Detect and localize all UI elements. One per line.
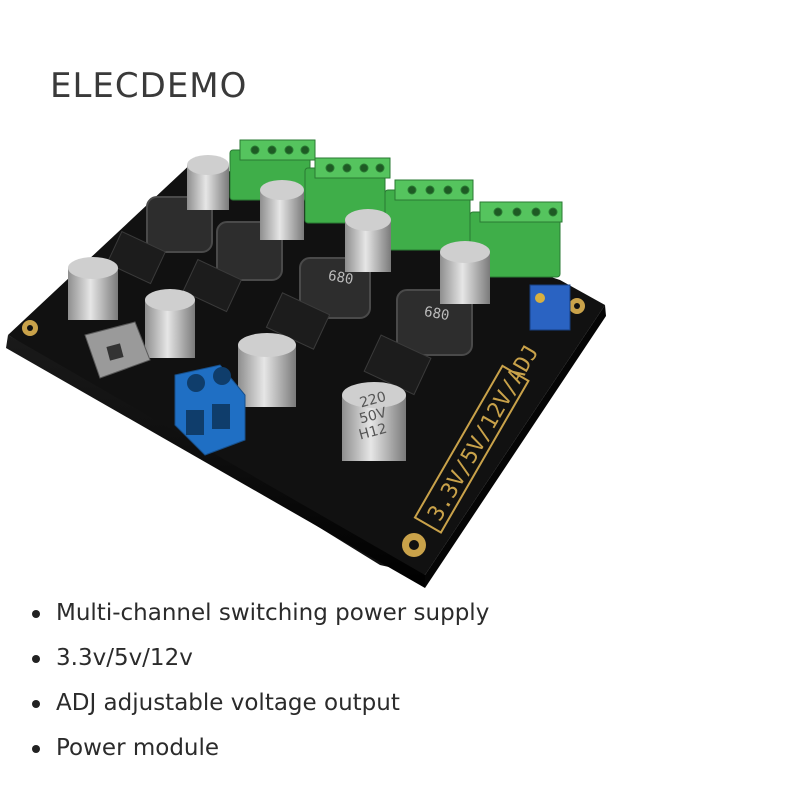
capacitor-marking-220: 220 bbox=[358, 389, 388, 411]
brand-title: ELECDEMO bbox=[50, 66, 248, 106]
capacitor-marking-h12: H12 bbox=[357, 421, 389, 444]
feature-item: 3.3v/5v/12v bbox=[32, 641, 489, 686]
inductors: 680 680 bbox=[146, 196, 473, 356]
capacitor-marking-50v: 50V bbox=[358, 405, 389, 428]
power-switch bbox=[84, 321, 151, 379]
feature-item: Power module bbox=[32, 731, 489, 776]
inductor-marking-1: 680 bbox=[327, 268, 355, 288]
mounting-holes bbox=[22, 298, 585, 557]
inductor-marking-2: 680 bbox=[423, 304, 451, 324]
adjust-potentiometer bbox=[529, 284, 571, 331]
ics bbox=[106, 230, 432, 396]
feature-item: ADJ adjustable voltage output bbox=[32, 686, 489, 731]
feature-list: Multi-channel switching power supply 3.3… bbox=[32, 596, 489, 776]
feature-item: Multi-channel switching power supply bbox=[32, 596, 489, 641]
power-module-board-image: 680 680 220 50V H12 bbox=[6, 139, 606, 588]
blue-input-terminal bbox=[174, 364, 246, 456]
green-terminal-blocks bbox=[229, 139, 563, 278]
electrolytic-capacitors: 220 50V H12 bbox=[68, 155, 490, 461]
